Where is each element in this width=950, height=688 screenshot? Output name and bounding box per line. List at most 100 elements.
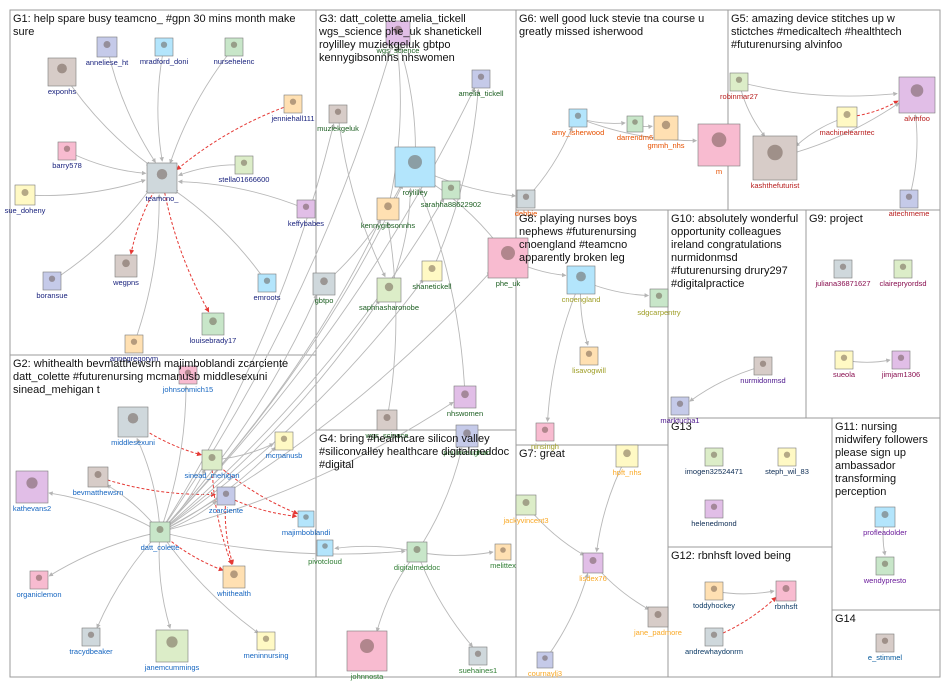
- vertex-majimboblandi[interactable]: majimboblandi: [282, 510, 331, 537]
- vertex-meninnursing[interactable]: meninnursing: [243, 631, 289, 660]
- vertex-barry578[interactable]: barry578: [52, 141, 82, 170]
- vertex-janemcummings[interactable]: janemcummings: [144, 629, 200, 672]
- vertex-label: johnnosta: [350, 672, 384, 681]
- vertex-sue_doheny[interactable]: sue_doheny: [5, 184, 46, 215]
- vertex-digitalmeddoc[interactable]: digitalmeddoc: [394, 541, 441, 572]
- vertex-hpft_nhs[interactable]: hpft_nhs: [613, 444, 642, 477]
- vertex-darrendm[interactable]: darrendm6: [617, 115, 653, 142]
- vertex-tracydbeaker[interactable]: tracydbeaker: [69, 627, 113, 656]
- vertex-johnnosta[interactable]: johnnosta: [346, 630, 388, 681]
- vertex-jimjam1306[interactable]: jimjam1306: [881, 350, 920, 379]
- vertex-wgs_science[interactable]: wgs_science: [376, 20, 420, 55]
- vertex-robinmar27[interactable]: robinmar27: [720, 72, 758, 101]
- vertex-m[interactable]: m: [697, 123, 741, 176]
- vertex-image: [653, 115, 679, 141]
- vertex-mradford_doni[interactable]: mradford_doni: [140, 37, 189, 66]
- vertex-stella01666600[interactable]: stella01666600: [219, 155, 270, 184]
- vertex-wendypresto[interactable]: wendypresto: [863, 556, 907, 585]
- vertex-annegregorym[interactable]: annegregorym: [110, 334, 158, 363]
- vertex-amy_isherwood[interactable]: amy_isherwood: [552, 108, 605, 137]
- vertex-lisdex76[interactable]: lisdex76: [579, 552, 607, 583]
- vertex-sdgcarpentry[interactable]: sdgcarpentry: [637, 288, 681, 317]
- vertex-johnsonmich15[interactable]: johnsonmich15: [162, 365, 213, 394]
- vertex-middlesexuni[interactable]: middlesexuni: [111, 406, 155, 447]
- vertex-lisavogwill[interactable]: lisavogwill: [572, 346, 606, 375]
- vertex-clairepryordsd[interactable]: clairepryordsd: [879, 259, 927, 288]
- vertex-pivotcloud[interactable]: pivotcloud: [308, 539, 342, 566]
- edge-shanetickell-amelia_tickell: [431, 88, 481, 272]
- vertex-nhswomen[interactable]: nhswomen: [447, 385, 483, 418]
- vertex-image: [234, 155, 254, 175]
- avatar-icon: [360, 639, 374, 653]
- vertex-roylilley[interactable]: roylilley: [394, 146, 436, 197]
- vertex-cournaylj3[interactable]: cournaylj3: [528, 651, 562, 678]
- vertex-organiclemon[interactable]: organiclemon: [16, 570, 62, 599]
- vertex-emroots[interactable]: emroots: [253, 273, 281, 302]
- vertex-sinead_mehigan[interactable]: sinead_mehigan: [184, 449, 240, 480]
- vertex-shanetickell[interactable]: shanetickell: [412, 260, 452, 291]
- vertex-image: [328, 104, 348, 124]
- vertex-label: boransue: [36, 291, 67, 300]
- vertex-phe_uk[interactable]: phe_uk: [487, 237, 529, 288]
- vertex-amelia_tickell[interactable]: amelia_tickell: [458, 69, 504, 98]
- vertex-jenniehall111[interactable]: jenniehall111: [270, 94, 315, 123]
- vertex-profleadolder[interactable]: profleadolder: [863, 506, 907, 537]
- vertex-melittex[interactable]: melittex: [490, 543, 516, 570]
- vertex-nurmidonmsd[interactable]: nurmidonmsd: [740, 356, 786, 385]
- vertex-image: [515, 494, 537, 516]
- vertex-steph_wil_83[interactable]: steph_wil_83: [765, 447, 809, 476]
- vertex-louisebrady17[interactable]: louisebrady17: [190, 312, 237, 345]
- vertex-paulnvaughan[interactable]: paulnvaughan: [443, 424, 491, 457]
- vertex-kashthefuturist[interactable]: kashthefuturist: [751, 135, 801, 190]
- vertex-whithealth[interactable]: whithealth: [216, 565, 251, 598]
- vertex-imogen[interactable]: imogen32524471: [685, 447, 743, 476]
- vertex-zcarciente[interactable]: zcarciente: [209, 486, 243, 515]
- vertex-ninsingh[interactable]: ninsingh: [531, 422, 559, 451]
- vertex-sueola[interactable]: sueola: [833, 350, 856, 379]
- vertex-gmmh_nhs[interactable]: gmmh_nhs: [647, 115, 685, 150]
- avatar-icon: [501, 246, 515, 260]
- avatar-icon: [87, 631, 95, 638]
- avatar-icon: [783, 451, 791, 458]
- edge-teamcno_-wegpns: [129, 177, 163, 255]
- vertex-label: robinmar27: [720, 92, 758, 101]
- vertex-image: [471, 69, 491, 89]
- vertex-cnoengland[interactable]: cnoengland: [562, 265, 601, 304]
- vertex-suehaines1[interactable]: suehaines1: [459, 646, 497, 675]
- vertex-kathevans2[interactable]: kathevans2: [13, 470, 51, 513]
- vertex-muziekgeluk[interactable]: muziekgeluk: [317, 104, 359, 133]
- vertex-boransue[interactable]: boransue: [36, 271, 68, 300]
- vertex-debbie[interactable]: debbie: [515, 189, 538, 218]
- vertex-andrewhaydonrm[interactable]: andrewhaydonrm: [685, 627, 743, 656]
- vertex-bevmatthewsrn[interactable]: bevmatthewsrn: [73, 466, 124, 497]
- vertex-jane_padmore[interactable]: jane_padmore: [633, 606, 682, 637]
- vertex-sarahha88622902[interactable]: sarahha88622902: [421, 180, 481, 209]
- vertex-gbtpo[interactable]: gbtpo: [312, 272, 336, 305]
- vertex-mcmanusb[interactable]: mcmanusb: [266, 431, 303, 460]
- vertex-alvinfoo[interactable]: alvinfoo: [898, 76, 936, 123]
- vertex-rbnhsft[interactable]: rbnhsft: [775, 580, 799, 611]
- vertex-machinelearntec[interactable]: machinelearntec: [819, 106, 875, 137]
- vertex-wgs_science_b[interactable]: wgs_science: [365, 409, 409, 440]
- vertex-wegpns[interactable]: wegpns: [112, 254, 139, 287]
- vertex-label: cournaylj3: [528, 669, 562, 678]
- vertex-aitechmeme[interactable]: aitechmeme: [889, 189, 930, 218]
- vertex-label: tracydbeaker: [69, 647, 113, 656]
- vertex-marktucha1[interactable]: marktucha1: [660, 396, 700, 425]
- vertex-saphnasharonobe[interactable]: saphnasharonobe: [359, 277, 419, 312]
- vertex-image: [697, 123, 741, 167]
- vertex-image: [704, 499, 724, 519]
- vertex-juliana[interactable]: juliana36871627: [814, 259, 871, 288]
- vertex-kennygibsonnhs[interactable]: kennygibsonnhs: [361, 197, 415, 230]
- vertex-todhockey[interactable]: toddyhockey: [693, 581, 735, 610]
- vertex-jackyvincent3[interactable]: jackyvincent3: [502, 494, 549, 525]
- group-title-g8: G8: playing nurses boys nephews #futuren…: [519, 213, 638, 264]
- vertex-e_stimmel[interactable]: e_stimmel: [868, 633, 903, 662]
- vertex-nursehelenc[interactable]: nursehelenc: [214, 37, 255, 66]
- vertex-teamcno_[interactable]: teamcno_: [146, 162, 180, 203]
- vertex-keffybabes[interactable]: keffybabes: [288, 199, 324, 228]
- vertex-anneliese_ht[interactable]: anneliese_ht: [86, 36, 129, 67]
- vertex-datt_colette[interactable]: datt_colette: [141, 521, 180, 552]
- vertex-helenedmond[interactable]: helenedmond: [691, 499, 737, 528]
- vertex-exponhs[interactable]: exponhs: [47, 57, 77, 96]
